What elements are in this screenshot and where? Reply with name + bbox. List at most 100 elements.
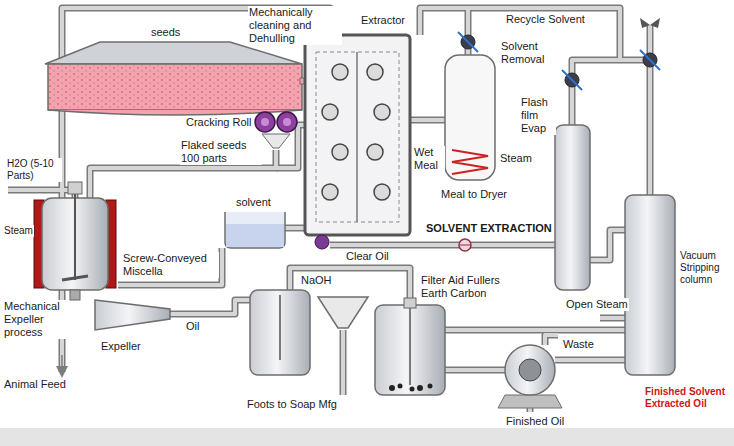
equipment-label: Animal Feed: [3, 378, 67, 391]
pipe-outline: [118, 248, 222, 285]
expeller-vessel: [74, 190, 76, 280]
extractor: [367, 64, 383, 80]
equipment-label: Recycle Solvent: [505, 13, 586, 26]
pipe-outline: [410, 117, 445, 124]
naoh-tank: [318, 297, 368, 328]
naoh-tank: [250, 290, 368, 375]
equipment-label: Finished Oil: [505, 415, 565, 428]
pipe-outline: [590, 230, 625, 260]
filter-tank: [410, 387, 415, 392]
pipe-outline: [600, 315, 625, 322]
naoh-tank: [279, 295, 281, 360]
bottom-band: [0, 428, 734, 446]
solvent-beaker: [225, 212, 285, 248]
pipe: [341, 330, 345, 395]
extractor: [305, 35, 410, 235]
solvent-removal-vessel: [458, 32, 478, 52]
equipment-label: H2O (5-10 Parts): [6, 158, 62, 182]
pipe-outline: [445, 327, 625, 334]
equipment-label: Mechanical Expeller process: [3, 300, 67, 339]
valve: [459, 239, 471, 251]
equipment-label: Cracking Roll: [185, 116, 252, 129]
pump: [519, 359, 541, 381]
pipe: [445, 368, 505, 372]
cracking-roll: [255, 112, 275, 132]
seed-tank: [48, 64, 302, 110]
pipe: [8, 8, 650, 412]
equipment-label: solvent: [235, 196, 272, 209]
equipment-label: Solvent Removal: [500, 40, 557, 66]
cracking-roll: [261, 118, 269, 126]
pipe: [118, 248, 222, 285]
extractor: [322, 184, 338, 200]
pump: [498, 395, 562, 408]
pipe-outline: [572, 60, 650, 125]
filter-tank: [375, 298, 445, 395]
pipe: [445, 328, 625, 332]
extractor: [315, 235, 329, 249]
stripping-column: [640, 18, 660, 28]
flash-evaporator: [562, 70, 582, 90]
expeller-vessel: [95, 300, 170, 330]
pipe-outline: [340, 330, 347, 395]
equipment-label: Filter Aid Fullers Earth Carbon: [420, 274, 512, 300]
extractor: [332, 64, 348, 80]
solvent-removal-vessel: [445, 32, 495, 180]
extractor: [374, 104, 390, 120]
equipment-label: Steam: [3, 225, 34, 237]
pipe-outline: [8, 8, 650, 412]
equipment-label: Expeller: [100, 340, 142, 353]
pump: [505, 345, 555, 395]
equipment-label: seeds: [150, 26, 181, 39]
expeller-vessel: [70, 290, 80, 300]
equipment-label: Foots to Soap Mfg: [246, 398, 338, 411]
stripping-column: [625, 18, 675, 375]
seed-tank: [45, 42, 318, 115]
pipe: [170, 300, 250, 314]
pipe: [590, 230, 625, 260]
equipment-label: Flash film Evap: [520, 96, 556, 135]
equipment-label: Waste: [562, 338, 595, 351]
extractor: [305, 35, 410, 249]
extractor: [322, 104, 338, 120]
solvent-beaker: [226, 224, 284, 247]
pipe-outline: [330, 242, 555, 249]
expeller-vessel: [68, 182, 82, 194]
filter-tank: [428, 384, 433, 389]
pipe: [555, 358, 625, 362]
pipe: [8, 190, 75, 198]
filter-tank: [398, 384, 403, 389]
equipment-label: Oil: [185, 320, 200, 333]
pipe: [545, 335, 558, 345]
filter-tank: [404, 298, 416, 308]
equipment-label: Clear Oil: [345, 250, 390, 263]
pipe-outline: [285, 225, 305, 232]
equipment-label: Meal to Dryer: [440, 188, 508, 201]
equipment-label: Vacuum Stripping column: [679, 250, 731, 285]
filter-tank: [389, 384, 433, 392]
flash-evaporator: [555, 125, 590, 290]
solvent-beaker: [225, 212, 285, 248]
flow-arrow: [61, 355, 63, 372]
equipment-label: Wet Meal: [413, 146, 445, 172]
extractor: [374, 184, 390, 200]
extractor: [322, 64, 390, 200]
extractor: [356, 52, 358, 222]
filter-tank: [409, 300, 411, 385]
pipe-outline: [555, 357, 625, 364]
cracking-roll: [262, 134, 290, 148]
pipe-outline: [445, 367, 505, 374]
extractor: [367, 144, 383, 160]
pipe: [285, 226, 305, 230]
naoh-tank: [250, 290, 310, 375]
equipment-label: Open Steam: [565, 298, 629, 311]
equipment-label: Extractor: [360, 14, 406, 27]
extractor: [332, 144, 348, 160]
pipe-outline: [647, 25, 654, 195]
pipe: [410, 118, 445, 122]
pipe: [330, 243, 555, 247]
pump: [498, 345, 562, 408]
flash-evaporator: [555, 70, 590, 290]
